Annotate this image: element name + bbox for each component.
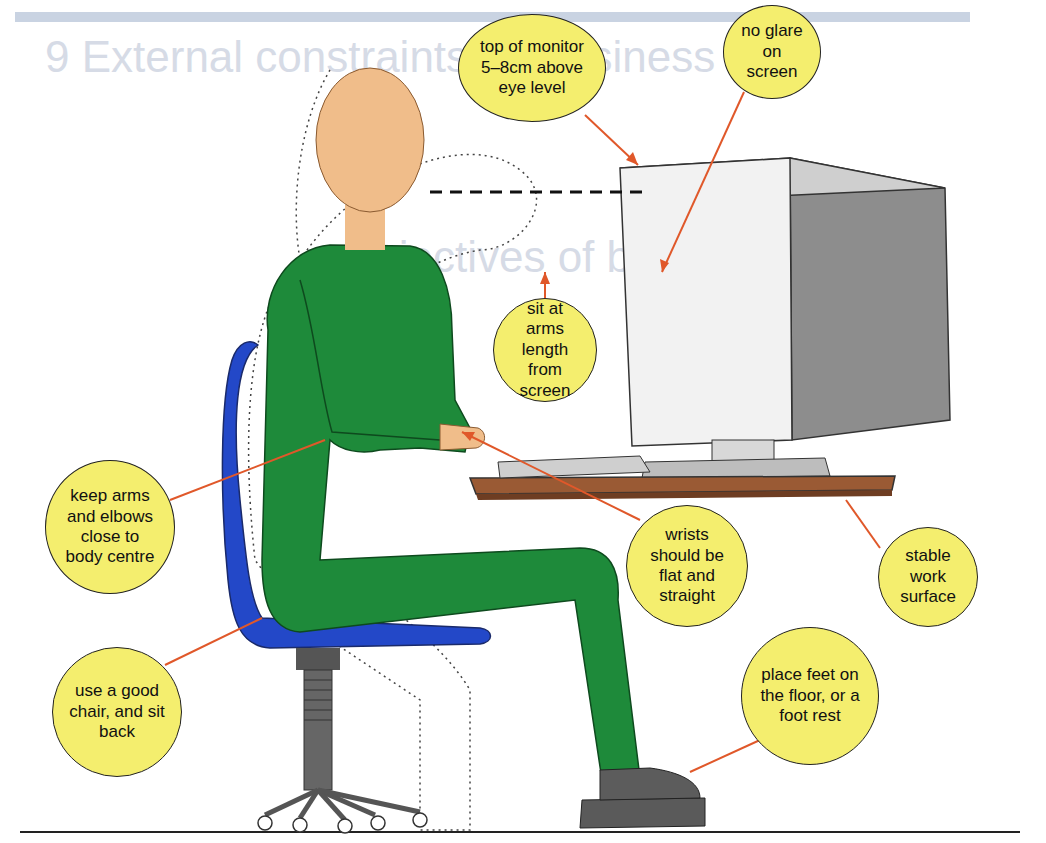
- callout-text: no glare on screen: [736, 21, 808, 82]
- callout-text: use a good chair, and sit back: [69, 681, 165, 742]
- foot-rest: [580, 798, 705, 828]
- callout-circle: use a good chair, and sit back: [52, 647, 182, 777]
- callout-circle: wrists should be flat and straight: [626, 505, 748, 627]
- monitor-screen: [620, 158, 792, 446]
- callout-circle: top of monitor 5–8cm above eye level: [458, 14, 606, 122]
- callout-circle: keep arms and elbows close to body centr…: [45, 460, 175, 594]
- callout-circle: no glare on screen: [723, 5, 821, 99]
- callout-text: wrists should be flat and straight: [641, 525, 733, 607]
- floor-line: [20, 831, 1020, 833]
- leader-lines: [165, 92, 880, 772]
- desk-edge: [476, 490, 892, 500]
- callout-text: top of monitor 5–8cm above eye level: [479, 37, 585, 98]
- callout-circle: stable work surface: [878, 527, 978, 627]
- header-band: [15, 12, 970, 22]
- chair-base: [265, 790, 420, 820]
- callout-circle: sit at arms length from screen: [493, 298, 597, 402]
- chair-mechanism: [296, 648, 340, 670]
- chair-column: [304, 670, 332, 790]
- monitor-neck: [712, 440, 774, 462]
- monitor-side: [790, 158, 950, 440]
- monitor-base: [642, 458, 830, 478]
- chair-wheels: [258, 813, 427, 833]
- leader-heads: [462, 152, 669, 441]
- callout-text: stable work surface: [891, 546, 965, 607]
- person-body: [262, 245, 640, 780]
- person-hand: [440, 424, 485, 450]
- person-arm: [300, 280, 440, 440]
- keyboard: [498, 456, 650, 478]
- person-head: [316, 68, 424, 212]
- callout-circle: place feet on the floor, or a foot rest: [741, 627, 879, 765]
- person-shoe: [600, 768, 700, 800]
- callout-text: keep arms and elbows close to body centr…: [60, 486, 160, 568]
- callout-text: sit at arms length from screen: [506, 299, 584, 401]
- eye-level-line: [430, 191, 648, 194]
- callout-text: place feet on the floor, or a foot rest: [760, 665, 860, 726]
